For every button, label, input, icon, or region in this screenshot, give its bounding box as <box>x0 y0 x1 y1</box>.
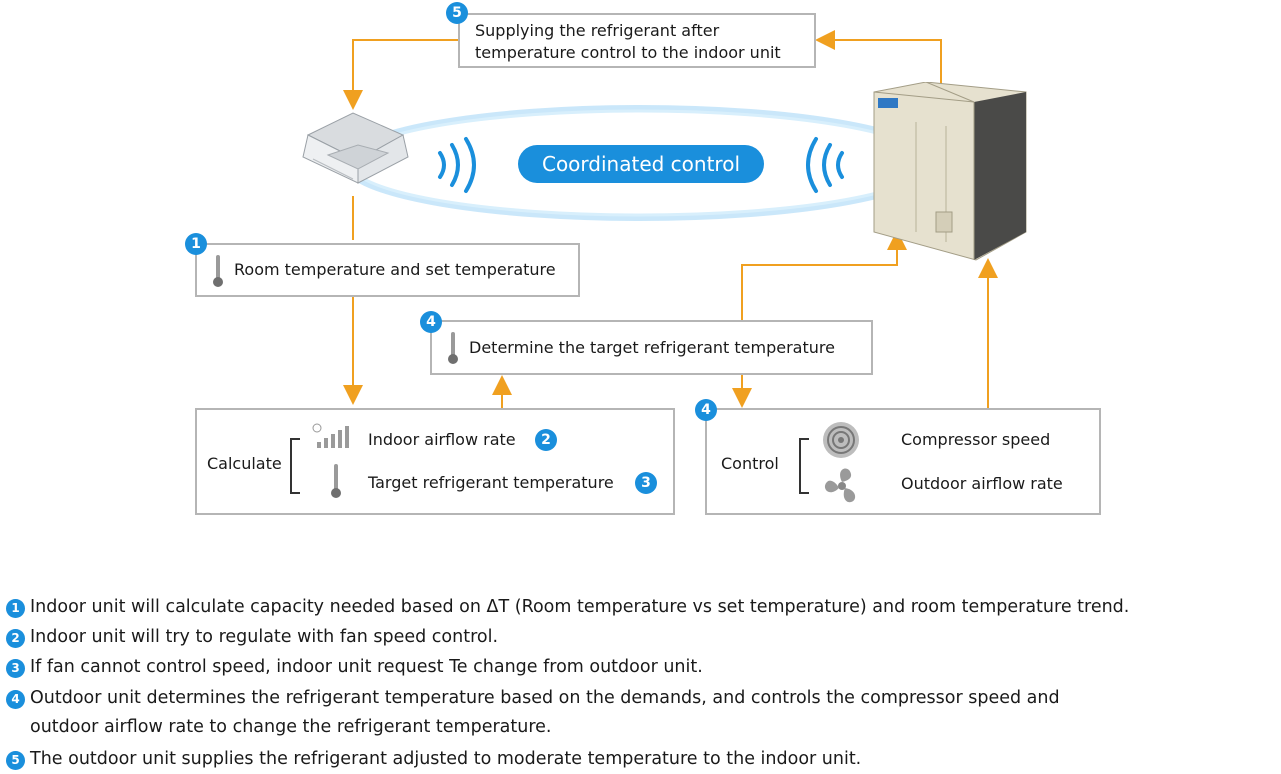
fan-icon <box>824 468 856 503</box>
note-text: Outdoor unit determines the refrigerant … <box>30 688 1060 708</box>
note-text-continued: outdoor airflow rate to change the refri… <box>30 717 552 737</box>
outdoor-unit-icon <box>873 82 1027 261</box>
calculate-bracket <box>290 438 300 494</box>
signal-waves-icon <box>438 137 476 193</box>
step1-text: Room temperature and set temperature <box>234 260 556 279</box>
step4-control-badge: 4 <box>695 399 717 421</box>
note-badge: 1 <box>6 599 25 618</box>
note-badge: 2 <box>6 629 25 648</box>
fan-signal-icon <box>312 423 349 448</box>
step1-badge: 1 <box>185 233 207 255</box>
step4-determine-box: Determine the target refrigerant tempera… <box>430 320 873 375</box>
control-box: Control Compressor speed Outdoor airflow… <box>705 408 1101 515</box>
calculate-box: Calculate Indoor airflow rate 2 Target r… <box>195 408 675 515</box>
calculate-label: Calculate <box>207 454 282 473</box>
note-badge: 5 <box>6 751 25 770</box>
step1-box: Room temperature and set temperature <box>195 243 580 297</box>
note-text: Indoor unit will try to regulate with fa… <box>30 627 499 647</box>
thermometer-icon <box>213 255 223 287</box>
step4-determine-text: Determine the target refrigerant tempera… <box>469 338 835 357</box>
step3-badge: 3 <box>635 472 657 494</box>
step5-line1: Supplying the refrigerant after <box>475 21 720 40</box>
coordinated-control-label: Coordinated control <box>518 145 764 183</box>
step5-badge: 5 <box>446 2 468 24</box>
compressor-icon <box>823 422 859 458</box>
thermometer-icon <box>448 332 458 364</box>
step4-determine-badge: 4 <box>420 311 442 333</box>
control-label: Control <box>721 454 779 473</box>
indoor-cassette-unit-icon <box>302 112 409 184</box>
note-text: If fan cannot control speed, indoor unit… <box>30 657 703 677</box>
target-refrigerant-temperature-text: Target refrigerant temperature <box>368 473 614 492</box>
note-badge: 4 <box>6 690 25 709</box>
indoor-airflow-rate-text: Indoor airflow rate <box>368 430 516 449</box>
compressor-speed-text: Compressor speed <box>901 430 1051 449</box>
thermometer-icon <box>331 464 341 498</box>
note-badge: 3 <box>6 659 25 678</box>
step5-line2: temperature control to the indoor unit <box>475 43 781 62</box>
note-text: Indoor unit will calculate capacity need… <box>30 597 1130 617</box>
signal-waves-icon <box>806 137 844 193</box>
step2-badge: 2 <box>535 429 557 451</box>
note-text: The outdoor unit supplies the refrigeran… <box>30 749 862 769</box>
outdoor-airflow-rate-text: Outdoor airflow rate <box>901 474 1063 493</box>
control-bracket <box>799 438 809 494</box>
step5-box: Supplying the refrigerant after temperat… <box>458 13 816 68</box>
